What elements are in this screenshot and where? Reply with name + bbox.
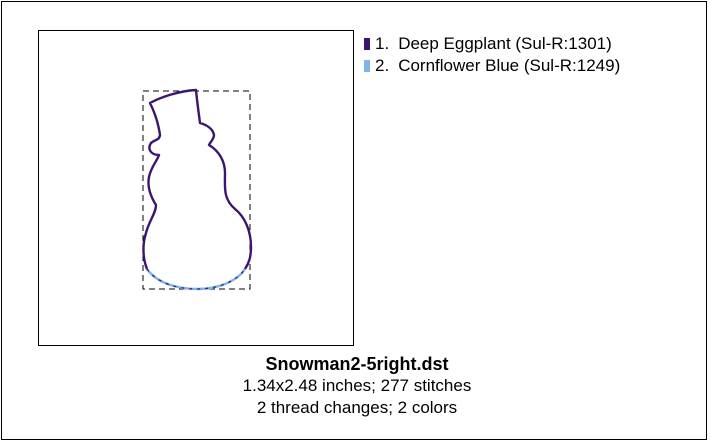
design-info: Snowman2-5right.dst 1.34x2.48 inches; 27… <box>2 353 710 419</box>
legend-number: 1. <box>375 34 390 53</box>
legend-label: Cornflower Blue (Sul-R:1249) <box>398 56 621 75</box>
color-swatch <box>364 38 370 50</box>
thread-1-stitches <box>142 88 253 270</box>
color-swatch <box>364 60 370 72</box>
snowman-stitch-outline <box>142 88 253 291</box>
legend-label: Deep Eggplant (Sul-R:1301) <box>398 34 612 53</box>
arc-stitch-marks <box>146 268 246 290</box>
design-preview <box>38 30 354 346</box>
legend-item-1: 1. Deep Eggplant (Sul-R:1301) <box>364 33 620 55</box>
thread-legend: 1. Deep Eggplant (Sul-R:1301) 2. Cornflo… <box>364 33 620 77</box>
thread-2-stitches <box>146 268 246 291</box>
bounding-box <box>142 90 251 290</box>
legend-number: 2. <box>375 56 390 75</box>
thread-changes: 2 thread changes; 2 colors <box>256 398 458 417</box>
size-stitches: 1.34x2.48 inches; 277 stitches <box>242 376 472 395</box>
legend-item-2: 2. Cornflower Blue (Sul-R:1249) <box>364 55 620 77</box>
file-name: Snowman2-5right.dst <box>265 354 449 374</box>
